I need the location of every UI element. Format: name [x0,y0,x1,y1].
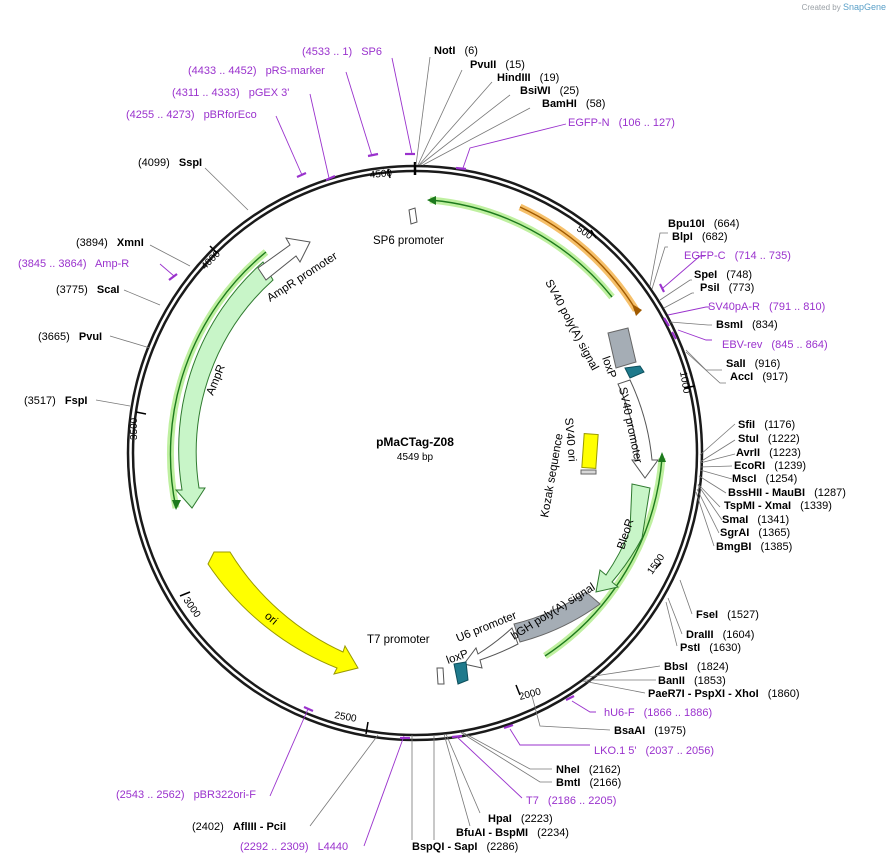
site-label-acci: AccI (917) [730,371,788,383]
site-label-bsaai: BsaAI (1975) [614,725,686,737]
tick-1000: 1000 [677,371,692,395]
site-label-banii: BanII (1853) [658,675,726,687]
orf-arrow-head [632,304,642,316]
site-label-sspi: (4099) SspI [138,157,202,169]
orf-arc-line [519,206,637,311]
snapgene-brand: SnapGene [842,2,886,12]
site-label-fsei: FseI (1527) [696,609,759,621]
sv40-polya-feature [607,327,637,369]
bleor-feature [595,483,651,593]
right-green-arrow-head [658,452,666,462]
sv40-ori-feature [581,433,599,469]
sv40-ori-label: SV40 ori [562,417,578,462]
primer-label-l4440: (2292 .. 2309) L4440 [240,841,348,853]
site-label-nhei: NheI (2162) [556,764,621,776]
site-label-afliii: (2402) AflIII - PciI [192,821,286,833]
t7-promoter-feature [436,667,445,685]
u6-promoter-feature [463,627,519,669]
primer-label-hu6-f: hU6-F (1866 .. 1886) [604,707,712,719]
ori-feature [207,551,359,675]
primer-label-prs-marker: (4433 .. 4452) pRS-marker [188,65,325,77]
site-label-hindiii: HindIII (19) [497,72,559,84]
site-label-sgrai: SgrAI (1365) [720,527,790,539]
site-label-bsmi: BsmI (834) [716,319,778,331]
primer-marks [168,152,677,740]
ampr-feature [174,261,274,509]
tick-4000: 4000 [199,248,223,272]
site-label-sfii: SfiI (1176) [738,419,795,431]
primer-label-amp-r: (3845 .. 3864) Amp-R [18,258,129,270]
site-label-spei: SpeI (748) [694,269,752,281]
primer-label-egfp-c: EGFP-C (714 .. 735) [684,250,791,262]
primer-label-egfp-n: EGFP-N (106 .. 127) [568,117,675,129]
plasmid-size: 4549 bp [397,452,434,463]
site-label-psti: PstI (1630) [680,642,741,654]
credit-prefix: Created by [801,3,841,12]
site-label-hpai: HpaI (2223) [488,813,553,825]
primer-label-t7: T7 (2186 .. 2205) [526,795,616,807]
ampr-promoter-feature [257,237,311,281]
site-label-smai: SmaI (1341) [722,514,789,526]
site-label-sali: SalI (916) [726,358,780,370]
primer-leaders [159,57,712,847]
left-green-arrow-head [172,500,181,510]
primer-label-pbrforeco: (4255 .. 4273) pBRforEco [126,109,257,121]
primer-label-lko1: LKO.1 5' (2037 .. 2056) [594,745,714,757]
bgh-polya-feature [513,591,601,643]
primer-label-pbr322ori-f: (2543 .. 2562) pBR322ori-F [116,789,256,801]
site-label-draiii: DraIII (1604) [686,629,754,641]
site-label-bsshii: BssHII - MauBI (1287) [728,487,846,499]
top-green-arc-line [429,199,613,298]
site-label-paer7i: PaeR7I - PspXI - XhoI (1860) [648,688,800,700]
site-label-bamhi: BamHI (58) [542,98,605,110]
primer-label-sv40pa-r: SV40pA-R (791 .. 810) [708,301,825,313]
site-label-tspmi: TspMI - XmaI (1339) [724,500,832,512]
site-label-fspi: (3517) FspI [24,395,87,407]
site-label-scai: (3775) ScaI [56,284,120,296]
site-label-bmti: BmtI (2166) [556,777,621,789]
primer-label-ebv-rev: EBV-rev (845 .. 864) [722,339,828,351]
plasmid-name: pMaCTag-Z08 [376,435,454,449]
sp6-promoter-label: SP6 promoter [373,235,444,247]
t7-promoter-label: T7 promoter [367,634,430,646]
site-label-bbsi: BbsI (1824) [664,661,729,673]
site-label-bfuai: BfuAI - BspMI (2234) [456,827,569,839]
sv40-polya-label: SV40 poly(A) signal [542,278,600,373]
tick-3500: 3500 [129,417,140,440]
snapgene-credit: Created by SnapGene [802,2,886,12]
loxp-top-feature [624,365,645,379]
site-label-blpi: BlpI (682) [672,231,728,243]
tick-marks [135,168,696,735]
top-green-arrow-head [427,196,436,205]
sp6-promoter-feature [408,207,418,225]
site-label-pvui: (3665) PvuI [38,331,102,343]
site-label-avrii: AvrII (1223) [736,447,801,459]
tick-2000: 2000 [518,686,543,702]
site-label-pvuii: PvuII (15) [470,59,525,71]
tick-4500: 4500 [369,168,393,181]
kozak-feature [580,469,597,475]
primer-label-pgex3: (4311 .. 4333) pGEX 3' [172,87,289,99]
loxp-bottom-feature [453,661,469,685]
sv40-promoter-feature [617,379,659,479]
site-label-stui: StuI (1222) [738,433,800,445]
primer-label-sp6: (4533 .. 1) SP6 [302,46,382,58]
site-label-msci: MscI (1254) [732,473,797,485]
site-label-ecori: EcoRI (1239) [734,460,806,472]
site-label-bsiwi: BsiWI (25) [520,85,579,97]
site-label-bspqi: BspQI - SapI (2286) [412,841,518,853]
left-green-arc-line [169,251,267,509]
enzyme-leaders [95,56,736,840]
site-label-bpu10i: Bpu10I (664) [668,218,739,230]
right-green-arc-line [544,457,663,657]
site-label-bmgbi: BmgBI (1385) [716,541,792,553]
site-label-psii: PsiI (773) [700,282,754,294]
tick-2500: 2500 [333,710,357,725]
site-label-noti: NotI (6) [434,45,478,57]
site-label-xmni: (3894) XmnI [76,237,144,249]
kozak-label: Kozak sequence [539,433,566,519]
tick-1500: 1500 [645,552,667,577]
